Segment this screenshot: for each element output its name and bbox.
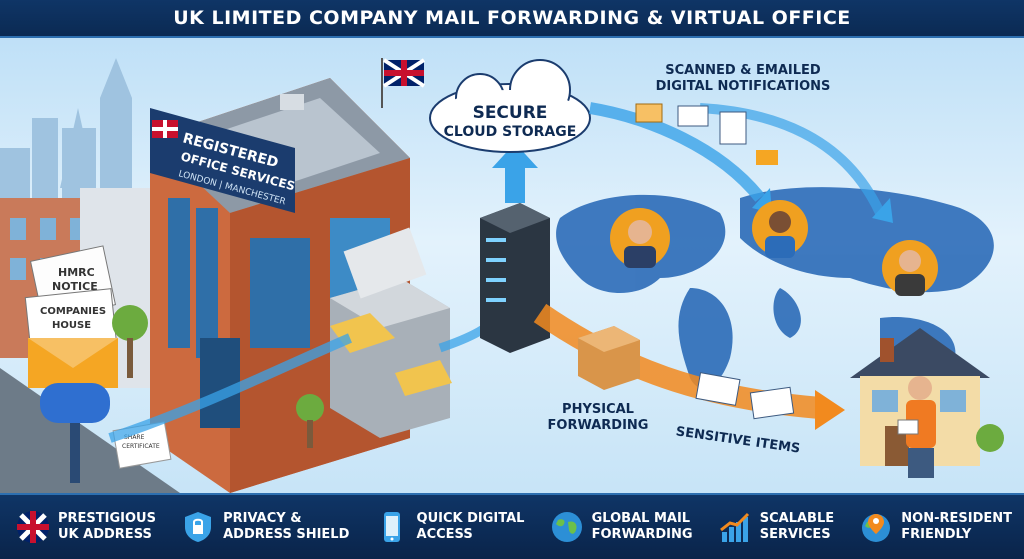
feature-label-line1: SCALABLE [759,511,835,526]
page-title: UK LIMITED COMPANY MAIL FORWARDING & VIR… [0,0,1024,38]
physical-label-line1: PHYSICAL [562,402,634,417]
companies-house-line2: HOUSE [52,320,91,331]
feature-scalable-services: SCALABLE SERVICES [718,510,834,544]
upload-arrow-icon [492,143,538,203]
email-arrow [589,102,765,202]
avatar-client-2 [752,200,808,258]
server-rack-icon [480,203,550,353]
flow-arrow-blue [108,333,352,443]
scanned-label-line2: DIGITAL NOTIFICATIONS [655,79,831,94]
tree [112,305,148,341]
feature-label-line1: NON-RESIDENT [901,511,1012,526]
feature-global-forwarding: GLOBAL MAIL FORWARDING [550,510,693,544]
parcel-box-icon [578,326,640,390]
envelope-icon [756,150,778,165]
feature-label-line1: GLOBAL MAIL [591,511,691,526]
shield-lock-icon [185,512,212,542]
feature-label-line2: UK ADDRESS [58,527,152,542]
physical-forwarding-label: PHYSICAL FORWARDING [538,402,658,434]
share-certificate-line1: SHARE [124,434,145,441]
cloud-label-line1: SECURE [472,103,548,123]
tree [296,394,324,422]
uk-flag-icon [17,511,49,543]
incoming-documents: HMRC NOTICE COMPANIES HOUSE SHARE CERTIF… [24,245,172,483]
scene-illustration: REGISTERED OFFICE SERVICES LONDON | MANC… [0,58,1004,493]
physical-label-line2: FORWARDING [547,418,649,433]
feature-label-line1: QUICK DIGITAL [416,511,525,526]
feature-label-line2: ADDRESS SHIELD [223,527,350,542]
cloud-icon [429,59,591,153]
feature-label-line2: FRIENDLY [901,527,972,542]
feature-prestigious-address: PRESTIGIOUS UK ADDRESS [16,510,156,544]
avatar-client-1 [610,208,670,268]
feature-label-line2: SERVICES [759,527,831,542]
feature-label-line1: PRIVACY & [223,511,302,526]
scanned-label-line1: SCANNED & EMAILED [665,63,821,78]
hmrc-notice-line2: NOTICE [52,280,98,293]
scanner-machine [330,227,452,438]
share-certificate-line2: CERTIFICATE [122,443,160,450]
phone-icon [383,512,400,542]
feature-label-line2: FORWARDING [591,527,693,542]
feature-digital-access: QUICK DIGITAL ACCESS [375,510,525,544]
envelope-icon [695,372,741,406]
globe-pin-icon [862,514,891,542]
globe-icon [551,512,582,542]
document-icon [719,111,747,145]
growth-chart-icon [719,512,749,542]
feature-privacy-shield: PRIVACY & ADDRESS SHIELD [181,510,349,544]
features-bar: PRESTIGIOUS UK ADDRESS PRIVACY & ADDRESS… [0,493,1024,559]
avatar-recipient [897,376,936,478]
cloud-storage-label: SECURE CLOUD STORAGE [440,104,580,142]
envelope-icon [635,103,663,123]
feature-label-line1: PRESTIGIOUS [58,511,156,526]
mailbox-icon [40,383,110,423]
envelope-icon [749,386,795,420]
illustration-scene: REGISTERED OFFICE SERVICES LONDON | MANC… [0,38,1024,493]
envelope-icon [677,105,709,127]
feature-label-line2: ACCESS [416,527,473,542]
companies-house-line1: COMPANIES [40,306,106,317]
scanned-label: SCANNED & EMAILED DIGITAL NOTIFICATIONS [628,63,858,95]
cloud-label-line2: CLOUD STORAGE [443,124,577,140]
avatar-client-3 [882,240,938,296]
feature-non-resident: NON-RESIDENT FRIENDLY [859,510,1012,544]
hmrc-notice-line1: HMRC [58,266,95,279]
